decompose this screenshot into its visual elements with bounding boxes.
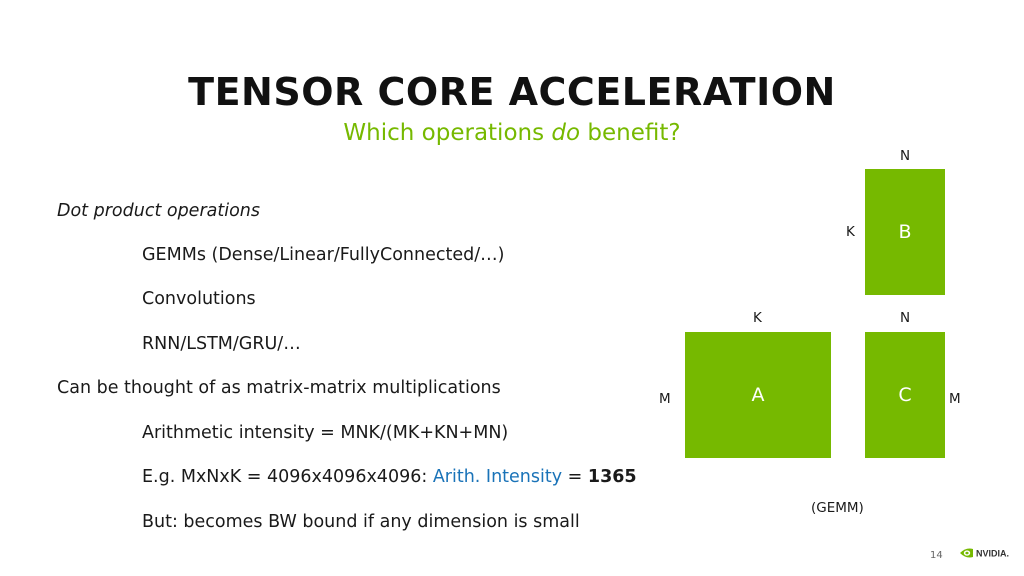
label-m-c: M xyxy=(949,391,961,407)
subtitle-after: benefit? xyxy=(580,120,681,146)
gemm-caption: (GEMM) xyxy=(811,500,864,516)
label-n-top: N xyxy=(900,148,911,164)
subtitle-emphasis: do xyxy=(551,120,581,146)
matrix-a-label: A xyxy=(751,384,765,406)
matrix-b-label: B xyxy=(898,221,912,243)
matrix-c-label: C xyxy=(898,384,912,406)
nvidia-logo: NVIDIA. xyxy=(958,545,1014,565)
example-value: 1365 xyxy=(587,467,637,487)
page-number: 14 xyxy=(930,550,943,561)
bullet-gemms: GEMMs (Dense/Linear/FullyConnected/…) xyxy=(142,245,505,265)
bullet-bw-bound: But: becomes BW bound if any dimension i… xyxy=(142,512,580,532)
slide-subtitle: Which operations do benefit? xyxy=(0,120,1024,146)
bullet-convolutions: Convolutions xyxy=(142,289,256,309)
matrix-c: C xyxy=(865,332,945,458)
bullet-dot-product: Dot product operations xyxy=(57,201,261,221)
matrix-b: B xyxy=(865,169,945,295)
nvidia-eye-icon: NVIDIA. xyxy=(960,548,1009,559)
label-n-c: N xyxy=(900,310,911,326)
label-m-a: M xyxy=(659,391,671,407)
example-highlight: Arith. Intensity xyxy=(432,467,563,487)
example-prefix: E.g. MxNxK = 4096x4096x4096: xyxy=(142,467,433,487)
bullet-rnn: RNN/LSTM/GRU/… xyxy=(142,334,301,354)
label-k-a: K xyxy=(753,310,762,326)
bullet-arith-intensity: Arithmetic intensity = MNK/(MK+KN+MN) xyxy=(142,423,509,443)
matrix-a: A xyxy=(685,332,831,458)
bullet-example: E.g. MxNxK = 4096x4096x4096: Arith. Inte… xyxy=(142,467,637,487)
bullet-matrix-mult: Can be thought of as matrix-matrix multi… xyxy=(57,378,501,398)
svg-text:NVIDIA.: NVIDIA. xyxy=(976,549,1009,559)
subtitle-before: Which operations xyxy=(343,120,552,146)
example-equals: = xyxy=(562,467,588,487)
label-k-b: K xyxy=(846,224,855,240)
slide-title: TENSOR CORE ACCELERATION xyxy=(188,70,836,114)
